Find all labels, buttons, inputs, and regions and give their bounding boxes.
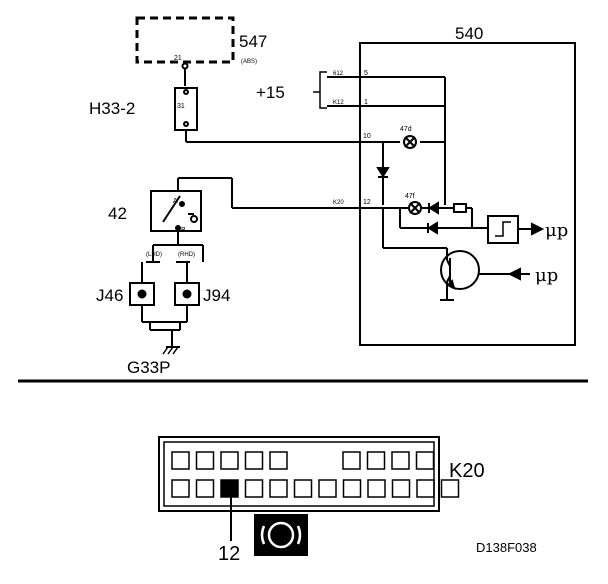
supply-pin-a: 5 bbox=[364, 70, 368, 77]
connector-pin bbox=[244, 479, 264, 498]
connector-pin bbox=[318, 479, 337, 498]
rhd-tag: (RHD) bbox=[178, 252, 195, 258]
connector-pin bbox=[171, 479, 190, 498]
ground-label: G33P bbox=[127, 358, 170, 377]
lamp-lower-label: 47f bbox=[405, 193, 415, 200]
connector-j94-label: J94 bbox=[203, 286, 230, 305]
connector-pin bbox=[171, 451, 190, 470]
abs-unit-box bbox=[135, 16, 235, 64]
switch-pos-a: A bbox=[173, 198, 178, 205]
connector-j46-label: J46 bbox=[96, 286, 123, 305]
connector-pin bbox=[195, 451, 215, 470]
switch-id: 42 bbox=[108, 204, 127, 223]
connector-pin bbox=[391, 479, 411, 498]
supply-label: +15 bbox=[256, 83, 285, 102]
abs-pin: 21 bbox=[174, 55, 182, 62]
diode-icon bbox=[376, 167, 390, 178]
connector-pin bbox=[244, 451, 264, 470]
control-unit-box bbox=[359, 42, 576, 346]
supply-pin-b: 1 bbox=[364, 99, 368, 106]
pin-10: 10 bbox=[363, 133, 371, 140]
connector-pin bbox=[440, 479, 460, 498]
connector-pin bbox=[415, 451, 435, 470]
control-unit-id: 540 bbox=[455, 24, 483, 43]
connector-k20-face bbox=[158, 436, 440, 512]
connector-pin bbox=[391, 451, 410, 470]
abs-unit-id: 547 bbox=[239, 32, 267, 51]
transistor-icon bbox=[440, 250, 480, 290]
supply-wire-a: 612 bbox=[333, 71, 344, 77]
arrow-left-icon bbox=[507, 267, 521, 281]
relay-id: H33-2 bbox=[89, 99, 135, 118]
connector-pin bbox=[342, 451, 361, 470]
connector-k20-label: K20 bbox=[449, 460, 485, 482]
diode-icon-2 bbox=[428, 201, 439, 215]
resistor-icon bbox=[453, 203, 467, 213]
arrow-right-icon bbox=[531, 222, 545, 236]
wire-k20: K20 bbox=[333, 200, 344, 206]
connector-pin bbox=[416, 479, 435, 498]
supply-wire-b: K12 bbox=[333, 100, 344, 106]
figure-code: D138F038 bbox=[476, 540, 537, 555]
connector-pin bbox=[293, 479, 313, 498]
connector-pin-highlighted bbox=[220, 479, 239, 498]
output-mu-bottom: μp bbox=[535, 265, 558, 286]
pin-12: 12 bbox=[363, 199, 371, 206]
lamp-upper-label: 47d bbox=[400, 126, 412, 133]
connector-pin bbox=[269, 451, 288, 470]
lhd-tag: (LHD) bbox=[146, 252, 162, 258]
connector-pin bbox=[367, 479, 386, 498]
switch-pos-b: B bbox=[181, 227, 186, 234]
svg-text:!: ! bbox=[278, 526, 284, 545]
connector-pin bbox=[366, 451, 386, 470]
abs-unit-sub: (ABS) bbox=[241, 59, 257, 65]
connector-pin bbox=[269, 479, 288, 498]
pin-12-label: 12 bbox=[218, 543, 240, 565]
connector-pin bbox=[220, 451, 239, 470]
connector-pin bbox=[342, 479, 362, 498]
output-mu-top: μp bbox=[545, 220, 568, 241]
connector-pin bbox=[195, 479, 215, 498]
relay-pin: 31 bbox=[177, 103, 185, 110]
switch-box bbox=[150, 190, 202, 232]
